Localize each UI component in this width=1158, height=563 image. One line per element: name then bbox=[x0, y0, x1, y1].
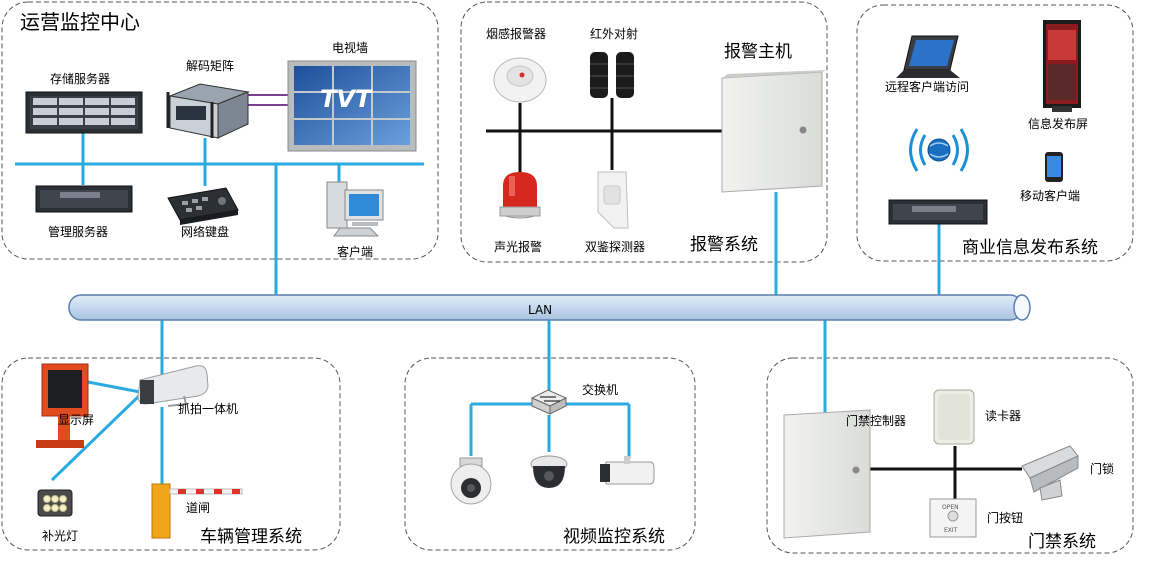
mobile-client-label: 移动客户端 bbox=[1020, 188, 1080, 203]
capture-camera-label: 抓拍一体机 bbox=[178, 401, 238, 416]
tv-brand-label: TVT bbox=[320, 85, 373, 113]
storage-server-label: 存储服务器 bbox=[50, 71, 110, 86]
vehicle-system-title: 车辆管理系统 bbox=[200, 527, 302, 547]
access-system-title: 门禁系统 bbox=[1028, 532, 1096, 552]
video-system-title: 视频监控系统 bbox=[563, 527, 665, 547]
zone-access-control bbox=[766, 357, 1134, 554]
zone-alarm-system bbox=[460, 1, 828, 263]
decoder-matrix-label: 解码矩阵 bbox=[186, 59, 234, 73]
display-screen-label: 显示屏 bbox=[58, 413, 94, 427]
infrared-beam-label: 红外对射 bbox=[590, 26, 638, 41]
access-bus bbox=[870, 446, 1022, 500]
mobile-phone-icon bbox=[1045, 152, 1063, 182]
info-screen-icon bbox=[1043, 20, 1081, 112]
switch-icon bbox=[530, 389, 568, 415]
network-keyboard-icon bbox=[167, 187, 239, 225]
door-lock-label: 门锁 bbox=[1090, 461, 1114, 476]
zone-info-release bbox=[856, 4, 1134, 262]
card-reader-label: 读卡器 bbox=[985, 409, 1021, 423]
network-keyboard-label: 网络键盘 bbox=[181, 224, 229, 239]
infrared-beam-icon bbox=[590, 52, 634, 98]
zone-monitoring-center bbox=[1, 1, 439, 260]
laptop-icon bbox=[896, 35, 960, 78]
door-lock-icon bbox=[1021, 445, 1079, 501]
lan-label: LAN bbox=[528, 303, 552, 317]
siren-label: 声光报警 bbox=[494, 239, 542, 254]
siren-icon bbox=[499, 172, 541, 219]
access-controller-icon bbox=[783, 409, 871, 539]
info-screen-label: 信息发布屏 bbox=[1028, 116, 1088, 131]
smoke-detector-label: 烟感报警器 bbox=[486, 26, 546, 41]
wifi-globe-icon bbox=[909, 128, 969, 172]
alarm-bus bbox=[486, 98, 722, 180]
access-controller-label: 门禁控制器 bbox=[846, 413, 906, 428]
card-reader-icon bbox=[933, 389, 975, 445]
bullet-camera-icon bbox=[600, 456, 655, 485]
switch-label: 交换机 bbox=[582, 382, 618, 397]
client-label: 客户端 bbox=[337, 244, 373, 259]
exit-button-label: 门按钮 bbox=[987, 510, 1023, 525]
capture-camera-icon bbox=[137, 365, 209, 407]
management-server-icon bbox=[35, 185, 133, 213]
display-screen-icon bbox=[36, 363, 89, 448]
decoder-matrix-icon bbox=[166, 83, 250, 139]
video-links bbox=[248, 94, 288, 106]
exit-button-icon: OPEN EXIT bbox=[929, 498, 977, 538]
dual-detector-icon bbox=[597, 171, 629, 229]
exit-button-open-text: OPEN bbox=[942, 504, 959, 511]
fill-light-icon bbox=[37, 489, 73, 517]
fill-light-label: 补光灯 bbox=[42, 529, 78, 543]
zone-vehicle-management bbox=[1, 357, 341, 551]
storage-server-icon bbox=[25, 91, 143, 134]
alarm-host-label: 报警主机 bbox=[724, 42, 792, 62]
dual-detector-label: 双鉴探测器 bbox=[585, 240, 645, 254]
barrier-gate-label: 道闸 bbox=[186, 501, 210, 515]
info-server-icon bbox=[888, 199, 988, 225]
dome-camera-icon bbox=[530, 455, 568, 488]
exit-button-exit-text: EXIT bbox=[944, 527, 958, 534]
zone-video-surveillance bbox=[404, 357, 696, 551]
lan-backbone: LAN bbox=[68, 294, 1031, 321]
network-links bbox=[15, 132, 941, 484]
management-server-label: 管理服务器 bbox=[48, 224, 108, 239]
barrier-gate-icon bbox=[151, 483, 243, 539]
info-system-title: 商业信息发布系统 bbox=[962, 238, 1098, 258]
remote-client-label: 远程客户端访问 bbox=[885, 79, 969, 94]
tv-wall-icon: TVT bbox=[287, 60, 417, 152]
smoke-detector-icon bbox=[493, 57, 547, 103]
alarm-system-title: 报警系统 bbox=[690, 235, 758, 255]
tv-wall-label: 电视墙 bbox=[332, 40, 368, 55]
center-title: 运营监控中心 bbox=[20, 10, 140, 34]
client-pc-icon bbox=[326, 181, 384, 237]
alarm-host-icon bbox=[721, 70, 828, 193]
ptz-camera-icon bbox=[450, 457, 492, 505]
